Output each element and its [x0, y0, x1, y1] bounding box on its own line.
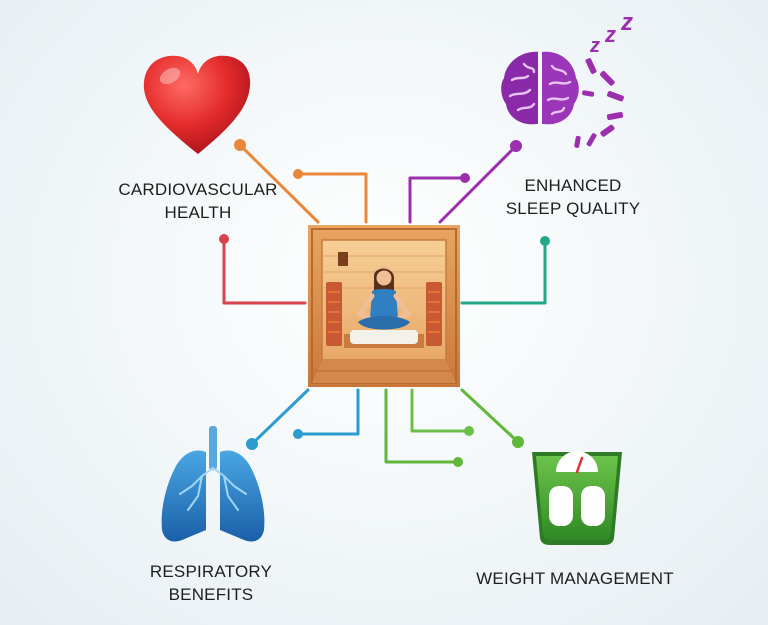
connector-respiratory	[246, 388, 360, 450]
cardio-dot-2	[293, 169, 303, 179]
sleep-dot-1	[510, 140, 522, 152]
respiratory-benefits-label: RESPIRATORY BENEFITS	[126, 560, 296, 606]
sleep-line-right	[460, 239, 547, 305]
cardio-line-elbow	[296, 172, 368, 224]
weight-management-line1: WEIGHT MANAGEMENT	[476, 569, 674, 588]
weight-management-label: WEIGHT MANAGEMENT	[460, 567, 690, 590]
cardio-line-left	[222, 237, 307, 305]
weight-line-mid	[410, 388, 471, 433]
enhanced-sleep-quality-label: ENHANCED SLEEP QUALITY	[488, 174, 658, 220]
weight-dot-1	[453, 457, 463, 467]
lungs-icon	[161, 426, 265, 542]
connector-weight	[384, 388, 524, 467]
cardiovascular-health-line1: CARDIOVASCULAR	[118, 180, 278, 199]
infrared-sauna-illustration	[308, 225, 460, 387]
weight-line-diagonal	[460, 388, 520, 444]
enhanced-sleep-quality-line1: ENHANCED	[524, 176, 622, 195]
weight-line-long	[384, 388, 460, 464]
sleeping-brain-icon: z z z	[501, 9, 633, 148]
svg-text:z: z	[589, 35, 600, 57]
connectors	[219, 139, 550, 467]
respiratory-dot-1	[246, 438, 258, 450]
weight-scale-icon	[532, 451, 622, 545]
cardio-line-diagonal	[238, 143, 320, 224]
svg-text:z: z	[620, 9, 633, 36]
cardio-dot-1	[234, 139, 246, 151]
sleep-dot-3	[540, 236, 550, 246]
cardio-dot-3	[219, 234, 229, 244]
respiratory-line-diagonal	[250, 388, 310, 446]
cardiovascular-health-label: CARDIOVASCULAR HEALTH	[108, 178, 288, 224]
sleep-line-diagonal	[438, 144, 518, 224]
sleep-dot-2	[460, 173, 470, 183]
heart-icon	[143, 55, 251, 154]
respiratory-line-elbow	[296, 388, 360, 436]
cardiovascular-health-line2: HEALTH	[164, 203, 232, 222]
weight-dot-3	[512, 436, 524, 448]
enhanced-sleep-quality-line2: SLEEP QUALITY	[505, 199, 641, 218]
sleep-line-elbow	[408, 176, 467, 224]
respiratory-benefits-line1: RESPIRATORY	[149, 562, 273, 581]
svg-text:z: z	[604, 22, 616, 47]
respiratory-dot-2	[293, 429, 303, 439]
weight-dot-2	[464, 426, 474, 436]
connector-cardio	[219, 139, 368, 305]
connector-sleep	[408, 140, 550, 305]
respiratory-benefits-line2: BENEFITS	[168, 585, 254, 604]
